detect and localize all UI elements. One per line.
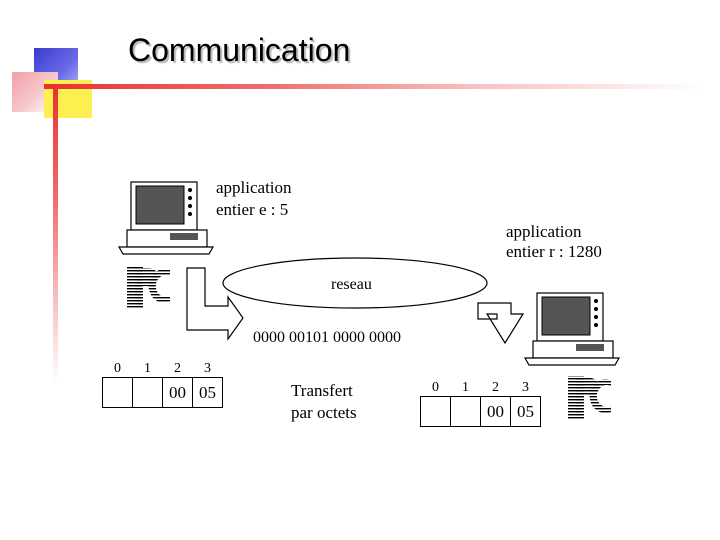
receiver-arrow bbox=[477, 302, 525, 345]
left-rule bbox=[53, 84, 58, 384]
byte-cell bbox=[132, 377, 163, 408]
title-underline bbox=[44, 84, 704, 89]
receiver-pc-logo-icon bbox=[568, 376, 611, 420]
network-bits: 0000 00101 0000 0000 bbox=[253, 329, 401, 346]
network-ellipse bbox=[222, 257, 488, 309]
receiver-byte-array: 00 05 bbox=[420, 396, 541, 427]
byte-index: 2 bbox=[174, 361, 181, 376]
byte-index: 1 bbox=[144, 361, 151, 376]
byte-cell: 00 bbox=[480, 396, 511, 427]
byte-index: 1 bbox=[462, 380, 469, 395]
byte-cell bbox=[420, 396, 451, 427]
byte-cell bbox=[102, 377, 133, 408]
page-title: Communication bbox=[128, 32, 351, 68]
sender-arrow bbox=[186, 267, 244, 341]
transfer-label-line2: par octets bbox=[291, 403, 357, 422]
byte-index: 2 bbox=[492, 380, 499, 395]
receiver-label-line1: application bbox=[506, 222, 582, 241]
sender-byte-array: 00 05 bbox=[102, 377, 223, 408]
sender-label-line2: entier e : 5 bbox=[216, 200, 289, 219]
byte-cell: 00 bbox=[162, 377, 193, 408]
byte-index: 3 bbox=[204, 361, 211, 376]
byte-index: 0 bbox=[432, 380, 439, 395]
byte-cell bbox=[450, 396, 481, 427]
sender-computer-icon bbox=[117, 181, 215, 255]
byte-cell: 05 bbox=[192, 377, 223, 408]
sender-pc-logo-icon bbox=[127, 266, 170, 308]
receiver-byte-indexes: 0 1 2 3 bbox=[420, 380, 541, 396]
transfer-label-line1: Transfert bbox=[291, 381, 353, 400]
byte-index: 0 bbox=[114, 361, 121, 376]
byte-cell: 05 bbox=[510, 396, 541, 427]
receiver-label-line2: entier r : 1280 bbox=[506, 242, 602, 261]
byte-index: 3 bbox=[522, 380, 529, 395]
receiver-computer-icon bbox=[523, 292, 621, 366]
network-label: reseau bbox=[331, 276, 372, 293]
sender-byte-indexes: 0 1 2 3 bbox=[102, 361, 223, 377]
sender-label-line1: application bbox=[216, 178, 292, 197]
